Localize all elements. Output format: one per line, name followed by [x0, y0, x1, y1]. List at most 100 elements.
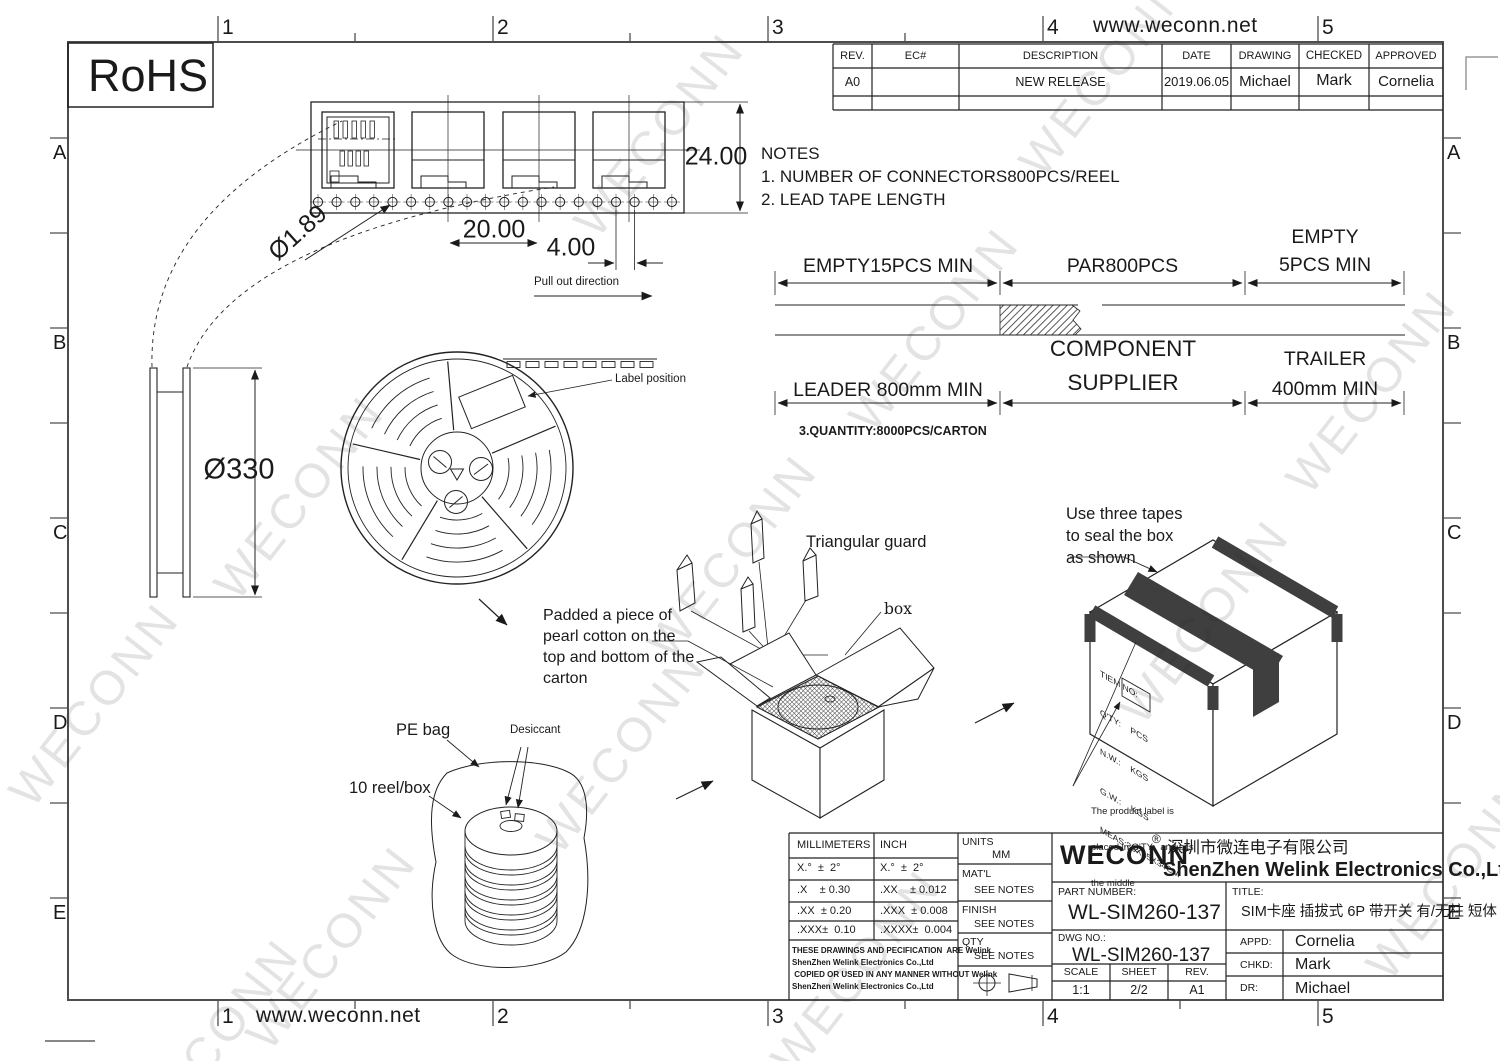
- grid-row-label-right: C: [1447, 522, 1462, 544]
- legal-text: THESE DRAWINGS AND PECIFICATION ARE Weli…: [792, 946, 992, 955]
- brand-logo-text: WECONN: [1060, 840, 1189, 870]
- tape-component-label: COMPONENT: [1049, 336, 1197, 361]
- note-connectors-per-reel: 1. NUMBER OF CONNECTORS800PCS/REEL: [761, 167, 1120, 186]
- finish-value: SEE NOTES: [974, 918, 1035, 930]
- dim-tape-width: 24.00: [684, 142, 748, 171]
- reel-front-view: [340, 351, 657, 626]
- chkd-value: Mark: [1295, 956, 1331, 973]
- units-value: MM: [992, 849, 1011, 861]
- grid-row-label-left: D: [53, 712, 68, 734]
- tape-component-label: SUPPLIER: [1067, 370, 1179, 395]
- tape-leader-label: LEADER 800mm MIN: [793, 379, 983, 401]
- product-label-note: The product label is placed in Q'TY: and…: [1091, 782, 1194, 902]
- rev-table-cell-rev: A0: [844, 75, 861, 89]
- tape-trailer-label: 400mm MIN: [1271, 378, 1379, 400]
- triangular-guard-label: Triangular guard: [806, 533, 927, 551]
- rev-table-cell-approved: Cornelia: [1378, 73, 1434, 90]
- dr-value: Michael: [1295, 980, 1351, 997]
- rev-table-header: EC#: [904, 50, 927, 62]
- desiccant-label: Desiccant: [510, 724, 561, 736]
- grid-col-label-bottom: 5: [1322, 1005, 1334, 1028]
- rev-table-cell-description: NEW RELEASE: [1015, 75, 1106, 89]
- notes-title: NOTES: [761, 144, 820, 163]
- carrier-tape-drawing: [151, 95, 748, 368]
- rohs-label: RoHS: [88, 50, 209, 101]
- sheet-value: 2/2: [1130, 983, 1148, 997]
- grid-col-label-top: 3: [772, 16, 784, 39]
- grid-row-label-right: A: [1447, 142, 1461, 164]
- reel-side-view: [149, 367, 262, 598]
- tolerance-cell: .XX ± 0.012: [880, 884, 947, 896]
- grid-col-label-bottom: 4: [1047, 1005, 1059, 1028]
- rohs-box: [67, 42, 214, 108]
- legal-text: ShenZhen Welink Electronics Co.,Ltd: [792, 958, 934, 967]
- company-name-en: ShenZhen Welink Electronics Co.,Ltd: [1163, 859, 1500, 881]
- finish-label: FINISH: [962, 904, 997, 916]
- rev-table-header: CHECKED: [1305, 50, 1363, 62]
- box-label: box: [884, 600, 912, 618]
- tolerance-header-mm: MILLIMETERS: [797, 839, 871, 851]
- pearl-cotton-note: carton: [543, 670, 588, 687]
- reels-per-box-label: 10 reel/box: [349, 779, 431, 797]
- pull-out-direction-label: Pull out direction: [534, 276, 620, 288]
- qty-label: QTY: [962, 936, 984, 948]
- tolerance-cell: .X ± 0.30: [797, 884, 851, 896]
- tolerance-cell: .XX ± 0.20: [797, 905, 852, 917]
- title-value: SIM卡座 插拔式 6P 带开关 有/无柱 短体: [1241, 904, 1497, 920]
- grid-row-label-left: B: [53, 332, 67, 354]
- seal-tapes-note: as shown: [1066, 549, 1136, 567]
- pe-bag-label: PE bag: [396, 721, 451, 739]
- product-note-line: the middle: [1091, 878, 1135, 889]
- note-quantity-per-carton: 3.QUANTITY:8000PCS/CARTON: [799, 424, 987, 438]
- tolerance-cell: X.° ± 2°: [880, 862, 924, 874]
- tape-trailer-label: TRAILER: [1283, 348, 1367, 370]
- scale-label: SCALE: [1063, 966, 1099, 978]
- part-number-label: PART NUMBER:: [1058, 886, 1137, 898]
- rev-table-header: DATE: [1182, 50, 1211, 62]
- dim-pocket-pitch: 20.00: [462, 215, 526, 244]
- seal-tapes-note: to seal the box: [1066, 527, 1174, 545]
- rev-table-cell-drawing: Michael: [1239, 73, 1291, 90]
- grid-col-label-top: 4: [1047, 16, 1059, 39]
- sheet-frame: [45, 16, 1498, 1042]
- open-box-packing: [652, 509, 1015, 819]
- appd-value: Cornelia: [1295, 933, 1355, 950]
- part-number-value: WL-SIM260-137: [1068, 901, 1221, 924]
- tape-empty-left-label: EMPTY15PCS MIN: [802, 255, 974, 277]
- dwg-no-label: DWG NO.:: [1058, 933, 1106, 944]
- product-note-line: placed in Q'TY: and pcs: [1091, 842, 1194, 853]
- website-url-top: www.weconn.net: [1093, 14, 1258, 37]
- rev-value: A1: [1189, 983, 1205, 997]
- grid-col-label-bottom: 2: [497, 1005, 509, 1028]
- grid-col-label-bottom: 1: [222, 1005, 234, 1028]
- pe-bag-drawing: [428, 739, 589, 968]
- grid-row-label-left: A: [53, 142, 67, 164]
- appd-label: APPD:: [1240, 936, 1272, 948]
- rev-table-cell-date: 2019.06.05: [1163, 74, 1230, 89]
- dwg-no-value: WL-SIM260-137: [1072, 945, 1211, 966]
- legal-text: COPIED OR USED IN ANY MANNER WITHOUT Wel…: [792, 970, 998, 979]
- legal-text: ShenZhen Welink Electronics Co.,Ltd: [792, 982, 934, 991]
- note-lead-tape-length: 2. LEAD TAPE LENGTH: [761, 190, 946, 209]
- website-url-bottom: www.weconn.net: [256, 1004, 421, 1027]
- dim-hole-pitch: 4.00: [546, 233, 596, 262]
- grid-row-label-left: C: [53, 522, 68, 544]
- sheet-label: SHEET: [1121, 966, 1157, 978]
- units-label: UNITS: [962, 836, 994, 848]
- rev-table-cell-checked: Mark: [1316, 72, 1352, 89]
- product-note-line: The product label is: [1091, 806, 1174, 817]
- seal-tapes-note: Use three tapes: [1066, 505, 1183, 523]
- tolerance-cell: X.° ± 2°: [797, 862, 841, 874]
- tolerance-cell: .XXXX± 0.004: [880, 924, 953, 936]
- grid-row-label-right: E: [1447, 902, 1461, 924]
- dr-label: DR:: [1240, 982, 1259, 994]
- pearl-cotton-note: Padded a piece of: [543, 607, 672, 624]
- tolerance-header-inch: INCH: [880, 839, 907, 851]
- grid-col-label-top: 5: [1322, 16, 1334, 39]
- qty-value: SEE NOTES: [974, 950, 1035, 962]
- rev-table-header: APPROVED: [1375, 50, 1437, 62]
- grid-col-label-top: 1: [222, 16, 234, 39]
- chkd-label: CHKD:: [1240, 959, 1273, 971]
